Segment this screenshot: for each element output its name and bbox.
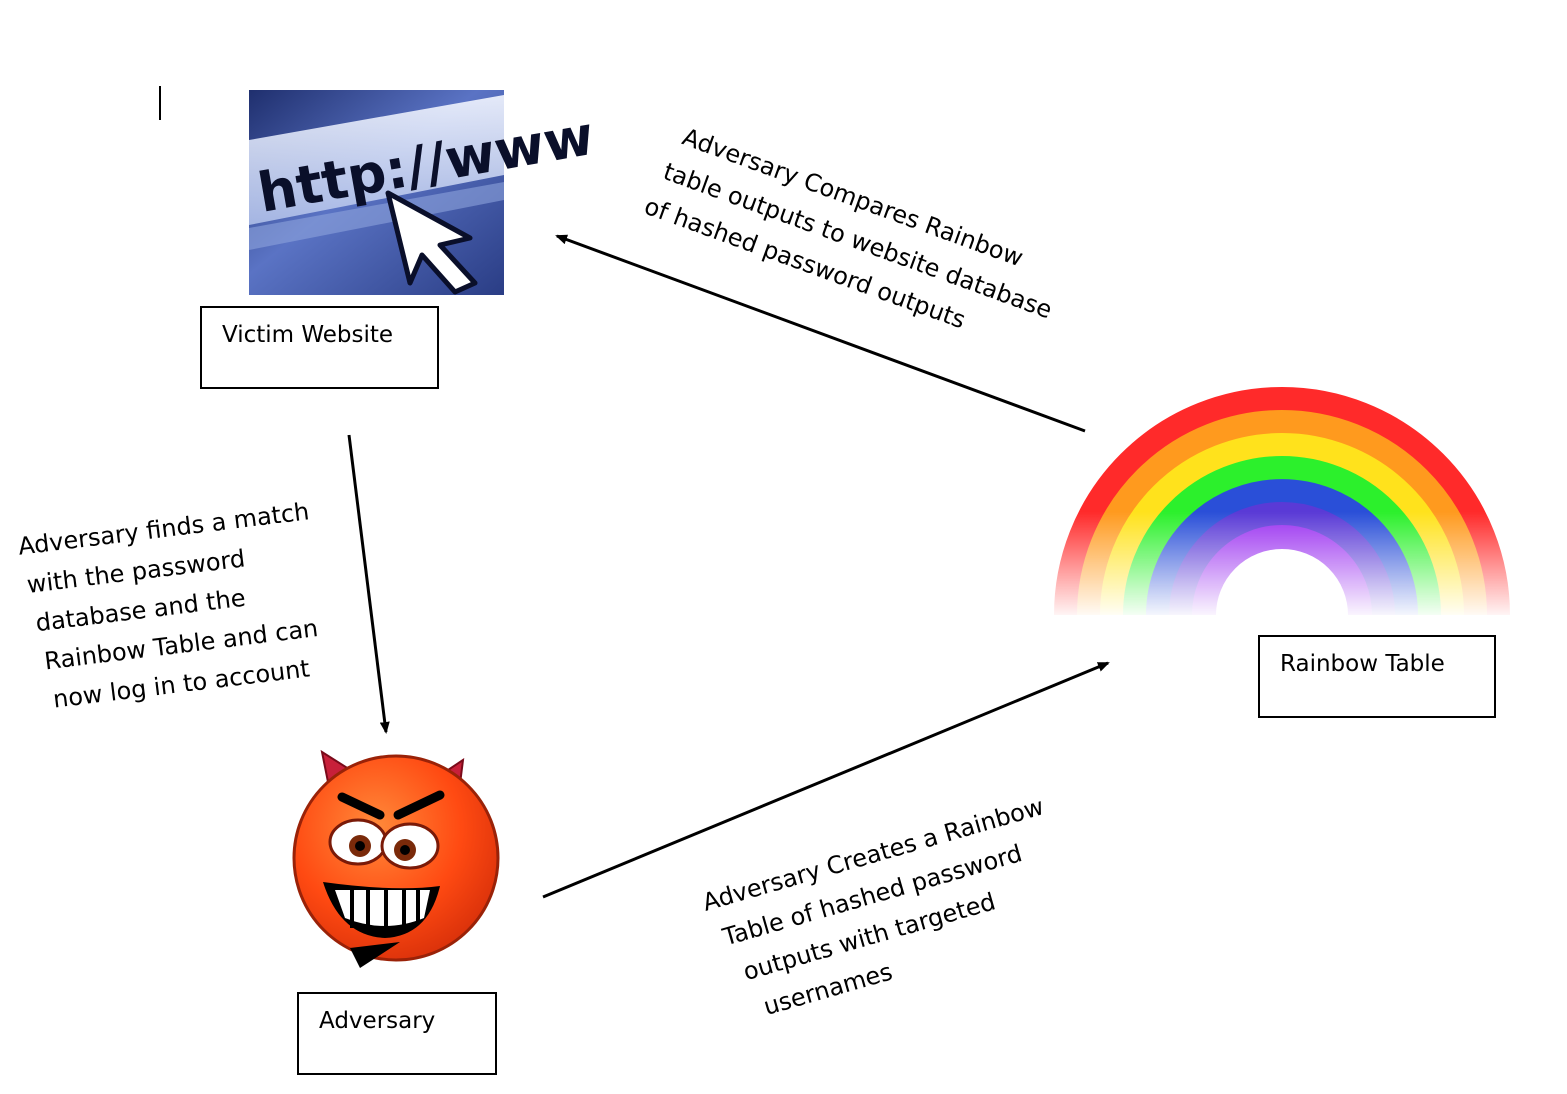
adversary-box: Adversary xyxy=(297,992,497,1075)
find-match-caption: Adversary finds a match with the passwor… xyxy=(16,492,331,721)
devil-face-icon xyxy=(292,749,500,968)
arrow-find-match xyxy=(347,434,390,734)
mouse-pointer-icon xyxy=(385,190,478,295)
victim-website-box: Victim Website xyxy=(200,306,439,389)
victim-website-label: Victim Website xyxy=(222,322,394,348)
rainbow-table-box: Rainbow Table xyxy=(1258,635,1496,718)
arrow-compare xyxy=(555,234,1086,433)
adversary-label: Adversary xyxy=(319,1008,436,1034)
rainbow-table-label: Rainbow Table xyxy=(1280,651,1445,677)
text-cursor xyxy=(159,86,161,120)
http-www-cursor-icon: http://www xyxy=(249,90,599,295)
rainbow-icon xyxy=(1054,387,1510,616)
arrow-create xyxy=(542,661,1110,899)
